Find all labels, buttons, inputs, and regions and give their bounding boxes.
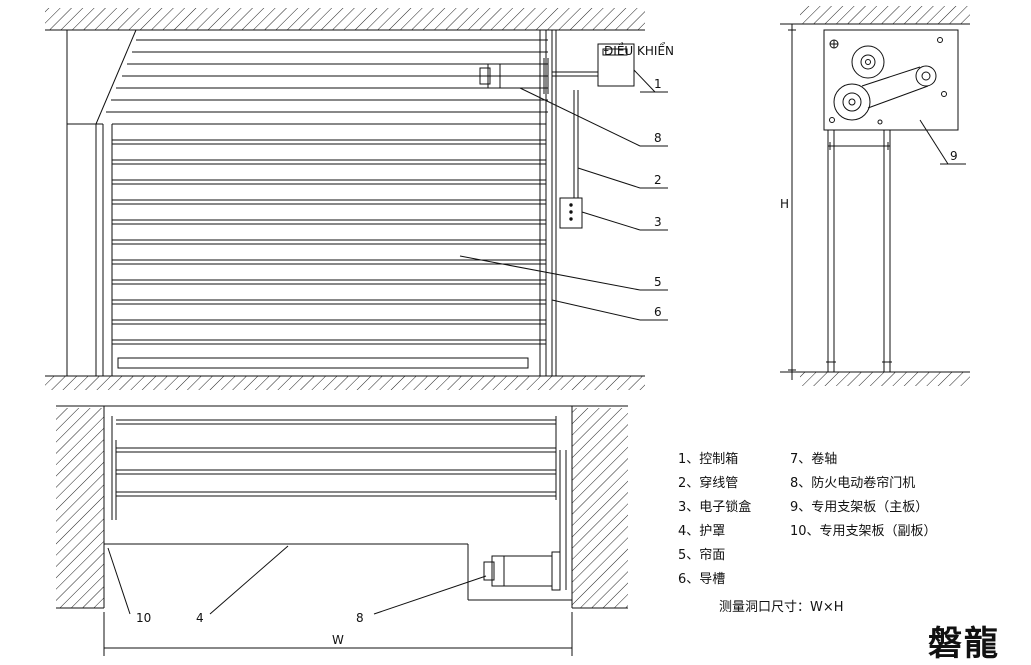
- control-box: [597, 43, 635, 87]
- callout-8-front: 8: [654, 131, 662, 145]
- side-ceiling-hatch: [800, 6, 970, 24]
- shutter-roll-box: [95, 29, 548, 125]
- plan-view: [56, 405, 628, 656]
- side-floor-hatch: [800, 372, 970, 386]
- callout-9: 9: [950, 149, 958, 163]
- side-section-view: [780, 6, 970, 386]
- measurement-note: 测量洞口尺寸：W×H: [719, 600, 844, 615]
- brand-logo: 磐龍: [928, 624, 1000, 664]
- ceiling-hatch: [45, 8, 645, 30]
- front-elevation-view: [45, 8, 668, 390]
- callout-10: 10: [136, 611, 151, 625]
- dimension-w: W: [332, 633, 344, 647]
- callout-5: 5: [654, 275, 662, 289]
- plan-right-wall-hatch: [572, 408, 628, 608]
- callout-2: 2: [654, 173, 662, 187]
- callout-6: 6: [654, 305, 662, 319]
- legend-item-4: 4、护罩: [678, 524, 726, 539]
- plan-hood: [104, 543, 572, 601]
- callout-8-plan: 8: [356, 611, 364, 625]
- plan-motor: [483, 551, 561, 591]
- legend-item-1: 1、控制箱: [678, 452, 739, 467]
- wiring-conduit: [573, 90, 579, 198]
- legend-item-3: 3、电子锁盒: [678, 500, 752, 515]
- legend-item-8: 8、防火电动卷帘门机: [790, 476, 916, 491]
- legend-item-2: 2、穿线管: [678, 476, 739, 491]
- lock-box: [559, 197, 583, 229]
- legend-item-5: 5、帘面: [678, 548, 726, 563]
- legend-item-10: 10、专用支架板（副板）: [790, 524, 937, 539]
- floor-hatch: [45, 376, 645, 390]
- legend-item-6: 6、导槽: [678, 572, 726, 587]
- bracket-plate-main: [823, 29, 959, 131]
- leader-lines-front: [459, 69, 668, 321]
- callout-3: 3: [654, 215, 662, 229]
- plan-curtain-lines: [111, 416, 567, 590]
- callout-4: 4: [196, 611, 204, 625]
- control-box-label: ĐIỀU KHIỂN: [604, 42, 674, 58]
- plan-left-wall-hatch: [56, 408, 104, 608]
- dimension-h: H: [780, 197, 789, 211]
- shutter-curtain: [111, 123, 546, 376]
- legend-item-7: 7、卷轴: [790, 452, 838, 467]
- callout-1: 1: [654, 77, 662, 91]
- legend-item-9: 9、专用支架板（主板）: [790, 500, 929, 515]
- motor-front: [479, 58, 598, 94]
